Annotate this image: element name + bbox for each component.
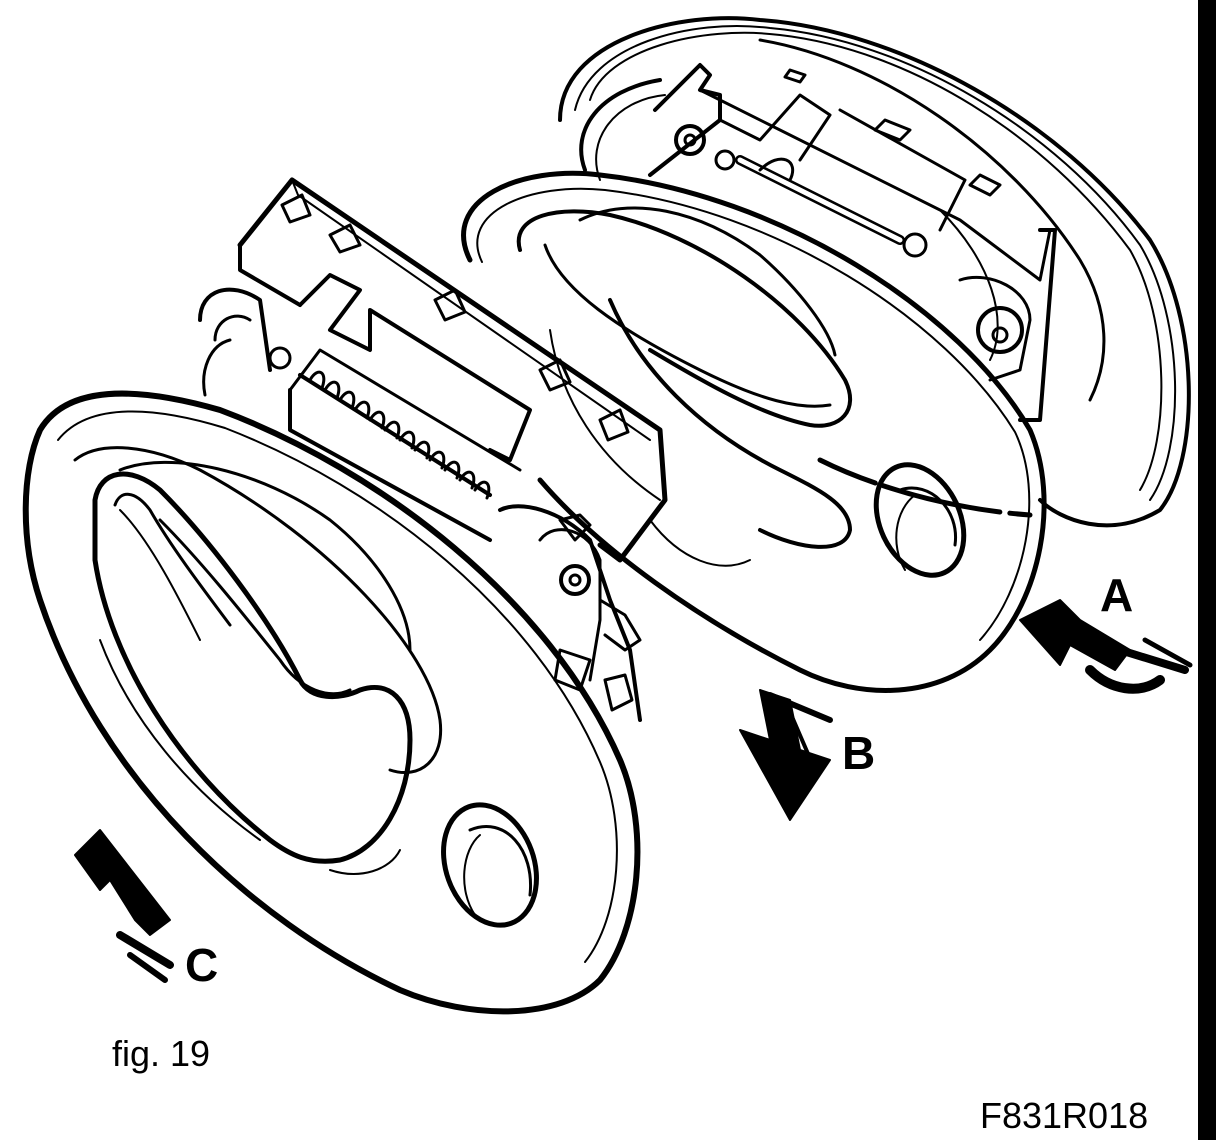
mechanism-carrier — [198, 177, 668, 722]
arrow-label-a: A — [1100, 569, 1134, 621]
reference-code: F831R018 — [980, 1095, 1149, 1136]
arrow-a — [1019, 599, 1193, 694]
page-edge-bar — [1198, 0, 1216, 1140]
rear-housing — [558, 16, 1191, 528]
middle-handle-shell — [461, 170, 1047, 693]
arrow-label-b: B — [842, 727, 876, 779]
front-handle — [22, 390, 641, 1015]
arrow-b — [739, 689, 833, 821]
arrow-label-c: C — [185, 939, 219, 991]
spring — [298, 370, 492, 500]
arrow-c — [74, 829, 174, 983]
figure-caption: fig. 19 — [112, 1033, 211, 1074]
